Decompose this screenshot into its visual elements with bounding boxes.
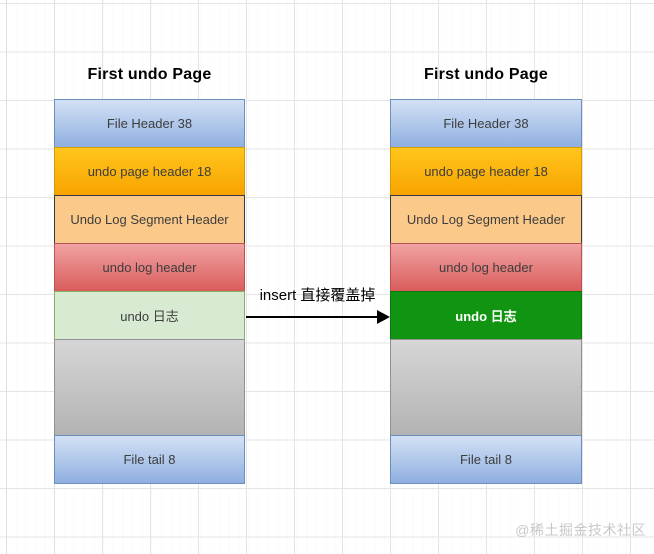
block-free-space bbox=[54, 339, 245, 436]
arrow-label: insert 直接覆盖掉 bbox=[259, 287, 376, 304]
stack-title: First undo Page bbox=[87, 66, 212, 83]
block-file-tail: File tail 8 bbox=[390, 435, 582, 484]
watermark: @稀土掘金技术社区 bbox=[515, 522, 646, 538]
block-file-header: File Header 38 bbox=[54, 99, 245, 148]
undo-page-stack-left: First undo Page File Header 38 undo page… bbox=[54, 66, 245, 484]
block-file-tail: File tail 8 bbox=[54, 435, 245, 484]
block-undo-log-segment-header: Undo Log Segment Header bbox=[390, 195, 582, 244]
arrow-line bbox=[246, 316, 379, 318]
block-undo-log-header: undo log header bbox=[390, 243, 582, 292]
block-file-header: File Header 38 bbox=[390, 99, 582, 148]
block-undo-page-header: undo page header 18 bbox=[390, 147, 582, 196]
stack-title: First undo Page bbox=[424, 66, 548, 83]
block-free-space bbox=[390, 339, 582, 436]
block-undo-page-header: undo page header 18 bbox=[54, 147, 245, 196]
arrow-head-icon bbox=[377, 310, 390, 324]
block-undo-log-content: undo 日志 bbox=[54, 291, 245, 340]
undo-page-stack-right: First undo Page File Header 38 undo page… bbox=[390, 66, 582, 484]
block-undo-log-header: undo log header bbox=[54, 243, 245, 292]
block-undo-log-segment-header: Undo Log Segment Header bbox=[54, 195, 245, 244]
block-undo-log-content-overwritten: undo 日志 bbox=[390, 291, 582, 340]
